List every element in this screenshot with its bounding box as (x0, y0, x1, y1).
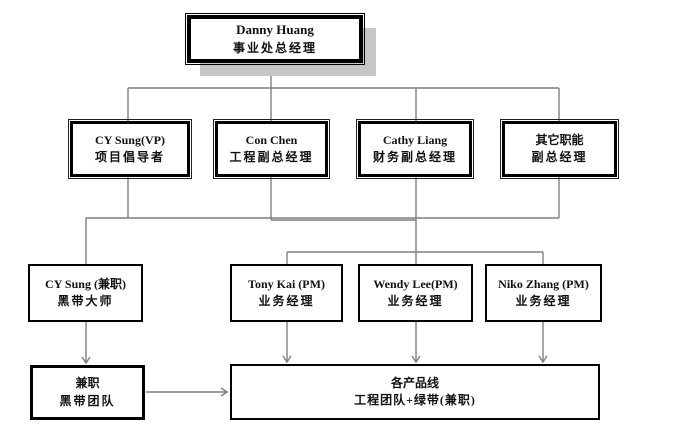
org-node-niko-zhang-pm: Niko Zhang (PM) 业务经理 (485, 264, 602, 322)
org-node-product-lines-teams: 各产品线 工程团队+绿带(兼职) (230, 364, 600, 420)
org-node-con-chen: Con Chen 工程副总经理 (213, 119, 330, 179)
org-node-wendy-lee-pm: Wendy Lee(PM) 业务经理 (358, 264, 473, 322)
node-person-name: CY Sung(VP) (95, 132, 165, 147)
node-person-name: Niko Zhang (PM) (498, 276, 589, 291)
org-node-parttime-blackbelt-team: 兼职 黑带团队 (30, 365, 145, 420)
node-person-name: CY Sung (兼职) (45, 276, 126, 291)
node-role-title: 业务经理 (387, 294, 444, 308)
connector-root-to-level2 (127, 63, 560, 121)
org-node-tony-kai-pm: Tony Kai (PM) 业务经理 (230, 264, 343, 322)
node-role-title: 业务经理 (515, 294, 572, 308)
node-person-name: Wendy Lee(PM) (373, 276, 458, 291)
node-person-name: 其它职能 (535, 132, 584, 147)
node-group-title: 黑带团队 (59, 393, 116, 408)
org-node-danny-huang: Danny Huang 事业处总经理 (185, 13, 365, 65)
node-role-title: 业务经理 (258, 294, 315, 308)
node-person-name: Con Chen (245, 132, 298, 147)
org-node-other-functions: 其它职能 副总经理 (500, 119, 619, 179)
node-role-title: 财务副总经理 (372, 150, 457, 164)
org-node-cy-sung-vp: CY Sung(VP) 项目倡导者 (68, 119, 192, 179)
node-role-title: 黑带大师 (57, 294, 114, 308)
node-person-name: Cathy Liang (382, 132, 448, 147)
node-person-name: Danny Huang (236, 21, 314, 37)
node-group-name: 兼职 (75, 376, 100, 391)
node-person-name: Tony Kai (PM) (248, 276, 325, 291)
org-node-cy-sung-blackbelt-master: CY Sung (兼职) 黑带大师 (28, 264, 143, 322)
node-role-title: 副总经理 (531, 150, 588, 164)
node-role-title: 项目倡导者 (94, 150, 165, 164)
node-group-name: 各产品线 (390, 375, 439, 390)
node-role-title: 工程副总经理 (229, 150, 314, 164)
connector-blackbelt-to-productlines-arrow (146, 387, 229, 397)
connector-level2-to-level3 (85, 177, 560, 264)
node-role-title: 事业处总经理 (232, 40, 317, 55)
node-group-title: 工程团队+绿带(兼职) (354, 393, 476, 407)
connector-level3-to-level4-arrows (81, 322, 548, 365)
org-node-cathy-liang: Cathy Liang 财务副总经理 (356, 119, 474, 179)
